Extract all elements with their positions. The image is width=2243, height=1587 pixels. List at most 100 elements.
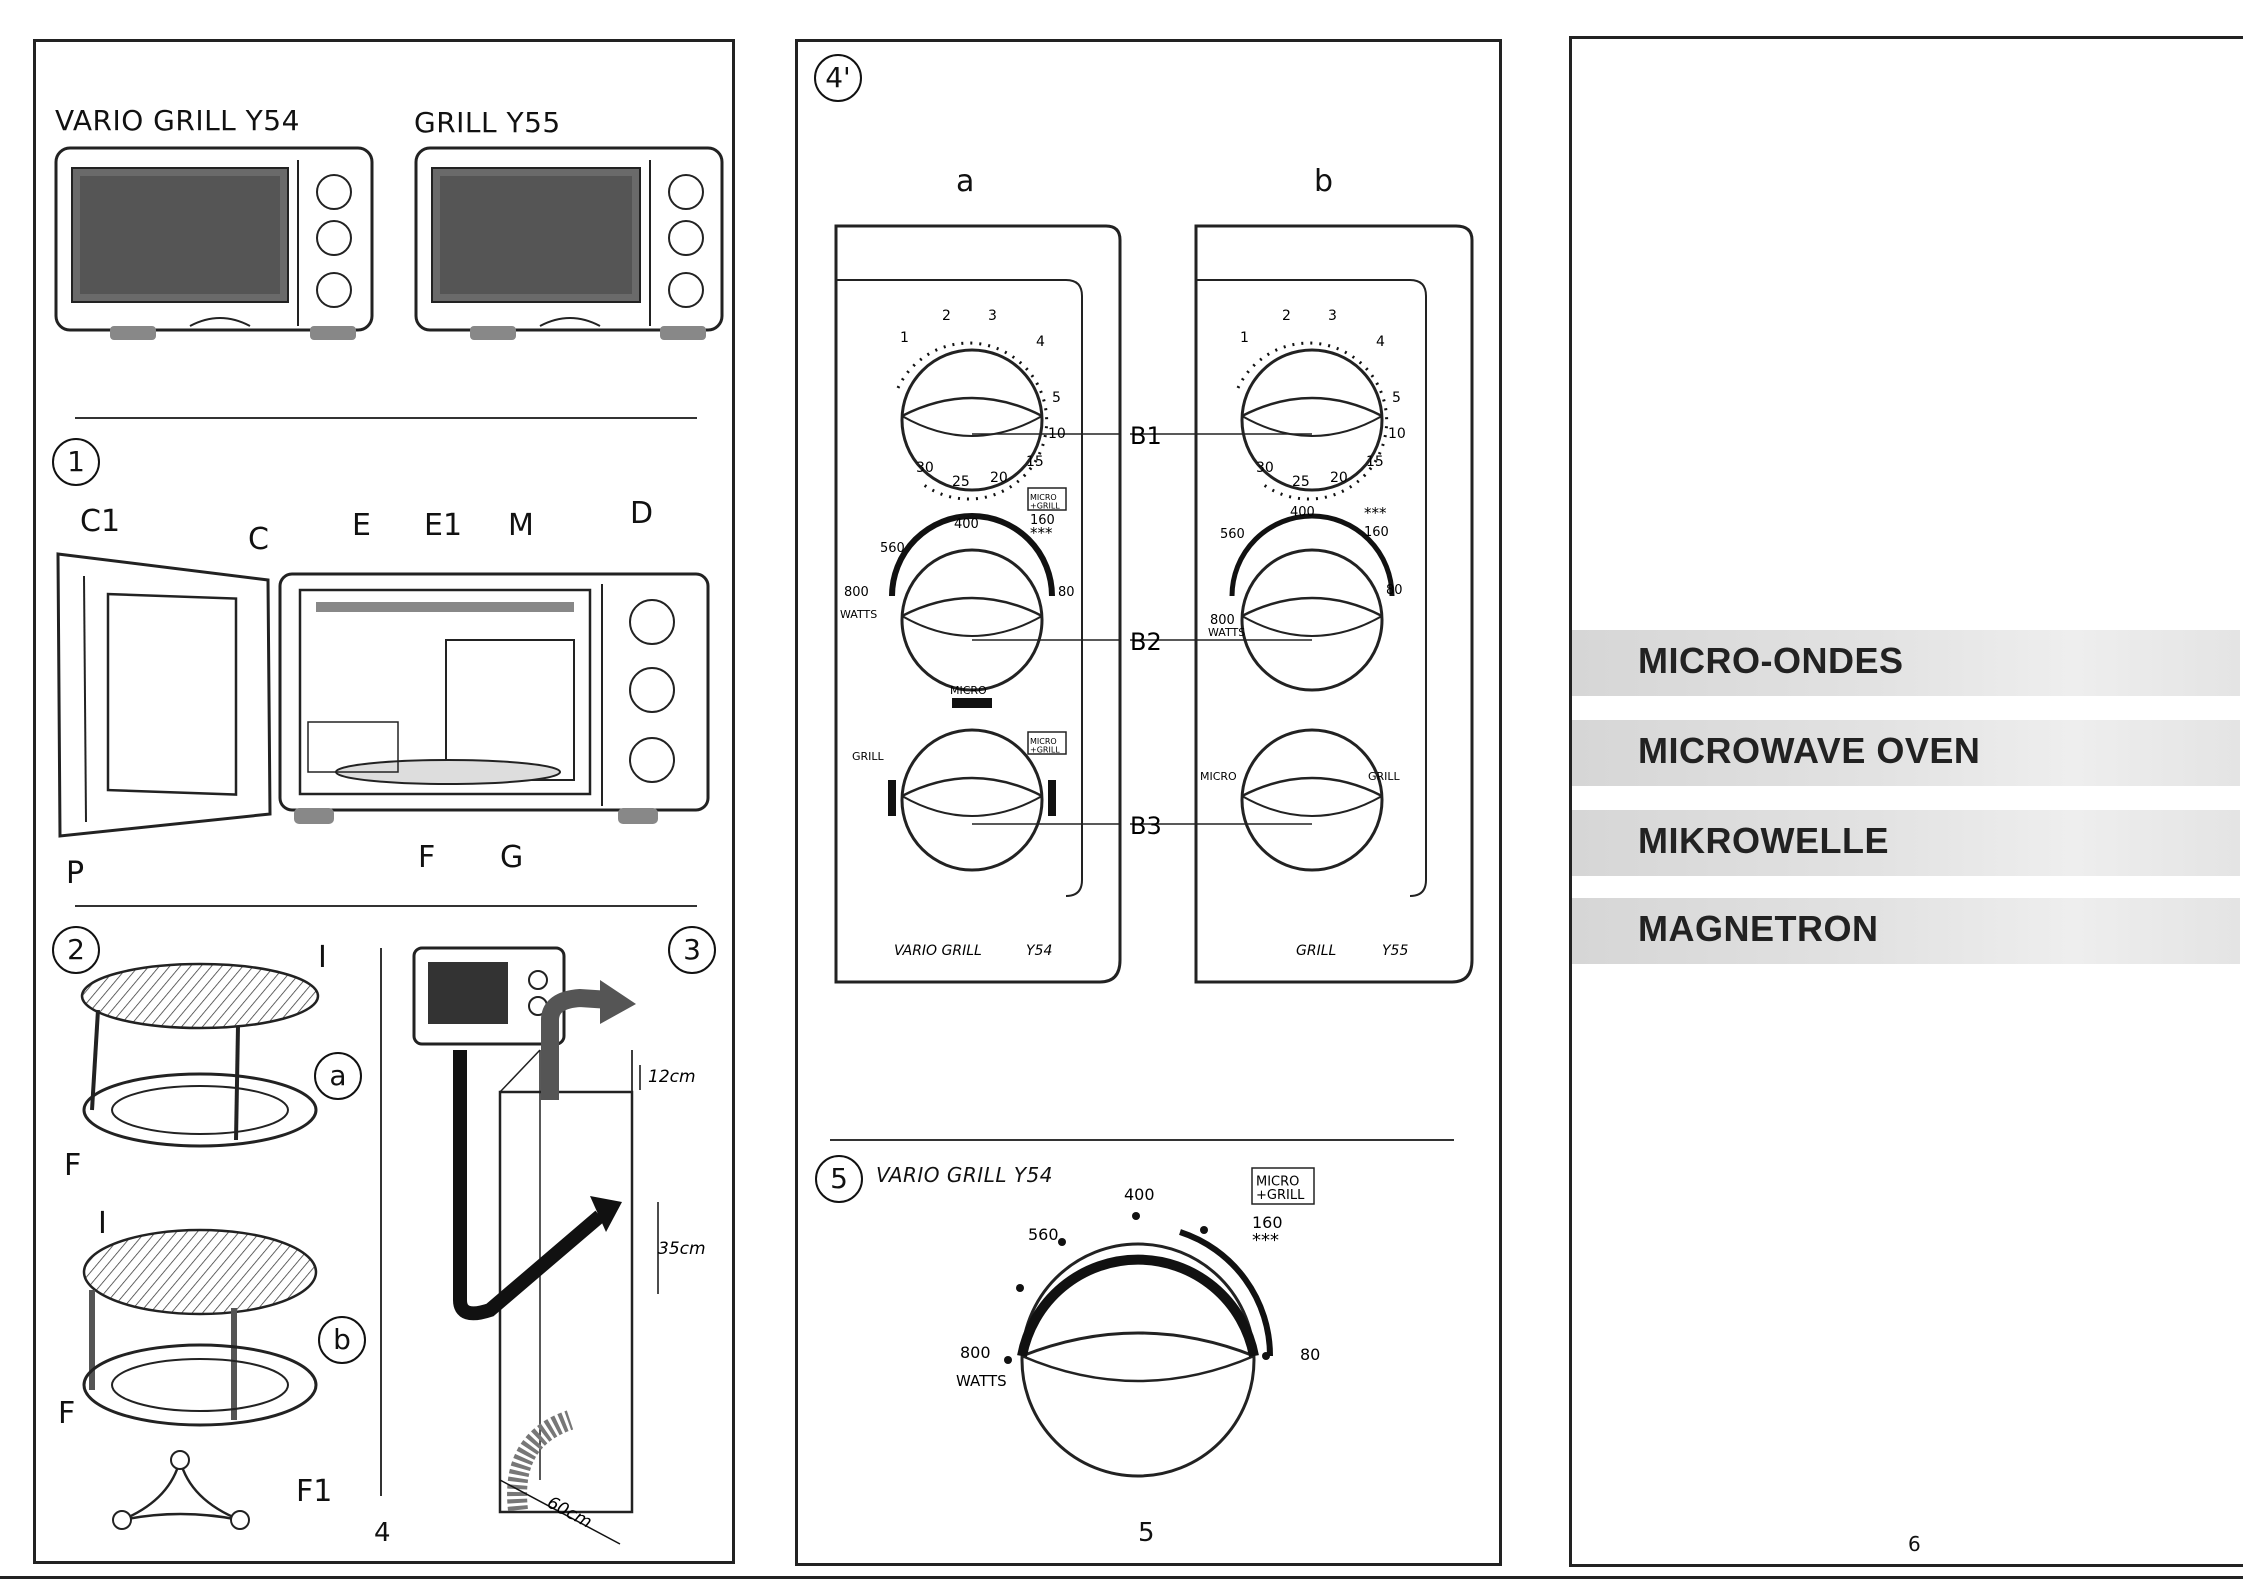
power-400-a: 400 xyxy=(954,517,979,532)
tick-2-a: 2 xyxy=(942,308,951,324)
figure-3-number: 3 xyxy=(668,926,716,974)
language-label-1: MICRO-ONDES xyxy=(1638,640,1904,681)
language-label-2: MICROWAVE OVEN xyxy=(1638,730,1981,771)
timer-ticks-a: 1 2 3 4 5 10 15 20 25 30 xyxy=(900,308,1066,490)
label-e: E xyxy=(352,508,371,543)
panel-a-caption-name: VARIO GRILL xyxy=(894,943,982,959)
tick-4-b: 4 xyxy=(1376,334,1385,350)
label-d: D xyxy=(630,496,654,531)
control-panel-b xyxy=(1130,224,1474,984)
power-560-b: 560 xyxy=(1220,527,1245,542)
microwave-y54-drawing xyxy=(54,146,374,340)
tick-30-b: 30 xyxy=(1256,460,1274,476)
tick-4-a: 4 xyxy=(1036,334,1045,350)
micro-grill-box-a1-text: MICRO+GRILL xyxy=(1030,493,1060,510)
tick-10-b: 10 xyxy=(1388,426,1406,442)
grill-rack-drawings xyxy=(80,962,320,1530)
timer-ticks-b: 1 2 3 4 5 10 15 20 25 30 xyxy=(1240,308,1406,490)
control-panel-a xyxy=(834,224,1122,984)
tick-15-a: 15 xyxy=(1026,454,1044,470)
fig5-power-80: 80 xyxy=(1300,1345,1320,1364)
power-800-a: 800 xyxy=(844,585,869,600)
microwave-front-views xyxy=(54,146,724,340)
dim-gap: 12cm xyxy=(648,1067,696,1087)
right-page xyxy=(1569,36,2243,1567)
middle-divider xyxy=(830,1139,1454,1141)
language-banner-1: MICRO-ONDES xyxy=(1572,630,2240,696)
power-stars-b: *** xyxy=(1364,504,1387,522)
tick-20-b: 20 xyxy=(1330,470,1348,486)
power-watts-b: WATTS xyxy=(1208,626,1245,639)
tick-5-b: 5 xyxy=(1392,390,1401,406)
mode-grill-a: GRILL xyxy=(852,750,885,763)
fig5-micro-grill-box: MICRO+GRILL xyxy=(1256,1174,1305,1203)
figure-4-number: 4' xyxy=(814,54,862,102)
control-panels-figure: 1 2 3 4 5 10 15 20 25 30 1 2 3 4 5 10 15… xyxy=(834,224,1474,984)
model-title-y55: GRILL Y55 xyxy=(414,106,561,139)
label-variant-b: b xyxy=(318,1316,366,1364)
mode-grill-b: GRILL xyxy=(1368,770,1401,783)
power-ticks-b: 400 560 160 *** 800 WATTS 80 MICRO GRILL xyxy=(1200,504,1403,783)
language-label-3: MIKROWELLE xyxy=(1638,820,1889,861)
power-800-b: 800 xyxy=(1210,613,1235,628)
figure-5-number: 5 xyxy=(815,1155,863,1203)
tick-30-a: 30 xyxy=(916,460,934,476)
label-b1: B1 xyxy=(1130,422,1162,450)
power-560-a: 560 xyxy=(880,541,905,556)
panel-b-caption-model: Y55 xyxy=(1382,943,1408,959)
power-80-b: 80 xyxy=(1386,583,1403,598)
figure-1-number: 1 xyxy=(52,438,100,486)
column-label-b: b xyxy=(1314,164,1334,199)
fig5-power-watts: WATTS xyxy=(956,1372,1007,1390)
label-f-a: F xyxy=(64,1148,82,1183)
power-80-a: 80 xyxy=(1058,585,1075,600)
label-e1: E1 xyxy=(424,508,463,543)
tick-20-a: 20 xyxy=(990,470,1008,486)
label-i-a: I xyxy=(318,940,327,975)
language-label-4: MAGNETRON xyxy=(1638,908,1879,949)
mode-micro-b: MICRO xyxy=(1200,770,1237,783)
column-label-a: a xyxy=(956,164,975,199)
left-divider-middle xyxy=(75,905,697,907)
label-f: F xyxy=(418,840,436,875)
language-banner-3: MIKROWELLE xyxy=(1572,810,2240,876)
label-c1: C1 xyxy=(80,504,121,539)
tick-25-a: 25 xyxy=(952,474,970,490)
figure-5-title: VARIO GRILL Y54 xyxy=(876,1163,1054,1187)
dim-height: 35cm xyxy=(658,1239,706,1259)
label-variant-a: a xyxy=(314,1052,362,1100)
power-400-b: 400 xyxy=(1290,505,1315,520)
micro-grill-box-a2: MICRO+GRILL xyxy=(1027,731,1067,755)
tick-1-b: 1 xyxy=(1240,330,1249,346)
tick-3-a: 3 xyxy=(988,308,997,324)
label-f1: F1 xyxy=(296,1474,333,1509)
language-banner-4: MAGNETRON xyxy=(1572,898,2240,964)
label-p: P xyxy=(66,856,85,891)
label-b2: B2 xyxy=(1130,628,1162,656)
power-ticks-a: 400 560 160 *** 800 WATTS 80 MICRO GRILL xyxy=(840,513,1075,763)
fig5-power-560: 560 xyxy=(1028,1225,1059,1244)
power-watts-a: WATTS xyxy=(840,608,877,621)
fig5-power-160: 160 xyxy=(1252,1213,1283,1232)
figure-2-number: 2 xyxy=(52,926,100,974)
micro-grill-box-a2-text: MICRO+GRILL xyxy=(1030,737,1060,754)
power-stars-a: *** xyxy=(1030,524,1053,542)
tick-3-b: 3 xyxy=(1328,308,1337,324)
label-i-b: I xyxy=(98,1206,107,1241)
left-page-number: 4 xyxy=(374,1518,391,1548)
panel-b-caption-name: GRILL xyxy=(1296,943,1336,959)
power-160-a: 160 xyxy=(1030,513,1055,528)
power-160-b: 160 xyxy=(1364,525,1389,540)
label-c: C xyxy=(248,522,269,557)
tick-2-b: 2 xyxy=(1282,308,1291,324)
middle-page-number: 5 xyxy=(1138,1518,1155,1548)
label-g: G xyxy=(500,840,524,875)
microwave-open-door-drawing xyxy=(56,552,710,838)
microwave-y55-drawing xyxy=(414,146,724,340)
tick-1-a: 1 xyxy=(900,330,909,346)
fig5-power-800: 800 xyxy=(960,1343,991,1362)
installation-clearance-drawing: 12cm 35cm 60cm xyxy=(412,946,706,1545)
fig2-fig3-separator xyxy=(380,948,382,1496)
language-banner-2: MICROWAVE OVEN xyxy=(1572,720,2240,786)
mode-micro-a: MICRO xyxy=(950,684,987,697)
